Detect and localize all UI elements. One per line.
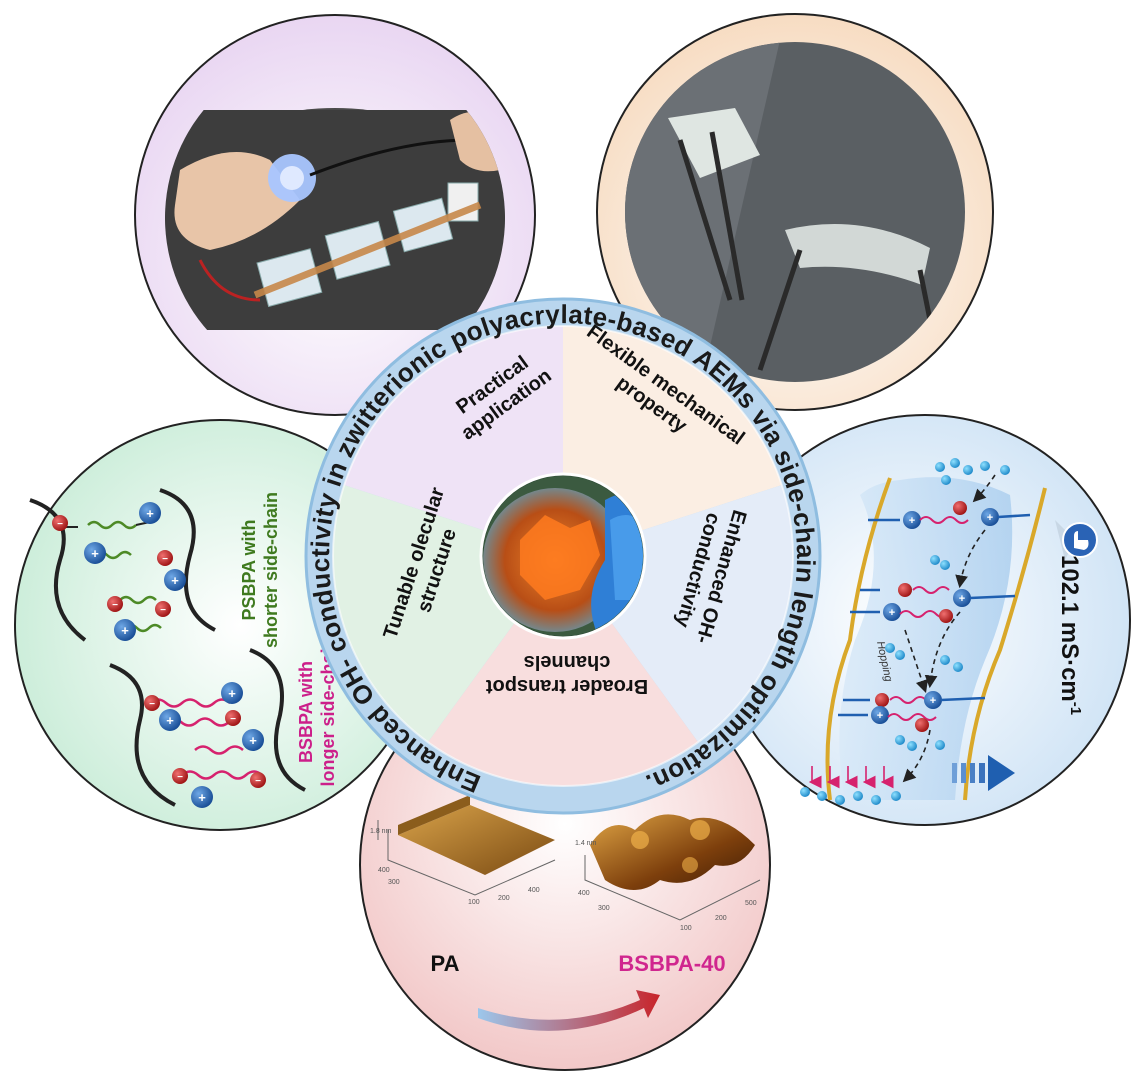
svg-text:200: 200 <box>715 915 727 922</box>
svg-text:+: + <box>91 546 99 561</box>
bsbpa-label-line2: longer side-chain <box>318 637 338 786</box>
bsbpa-backbone-left <box>109 663 176 807</box>
svg-text:−: − <box>230 714 236 725</box>
svg-text:+: + <box>909 515 915 527</box>
svg-text:+: + <box>930 695 936 707</box>
svg-text:−: − <box>149 699 155 710</box>
svg-text:+: + <box>198 790 206 805</box>
svg-text:+: + <box>959 593 965 605</box>
svg-text:100: 100 <box>468 899 480 906</box>
svg-text:+: + <box>889 607 895 619</box>
psbpa-label-line2: shorter side-chain <box>261 492 281 648</box>
svg-text:1.8 nm: 1.8 nm <box>370 828 392 835</box>
psbpa-backbone-left <box>29 498 87 642</box>
svg-text:−: − <box>177 772 183 783</box>
psbpa-ions: − + + − + − − + <box>52 502 186 641</box>
psbpa-label-line1: PSBPA with <box>239 519 259 620</box>
bsbpa-label-line1: BSBPA with <box>296 661 316 763</box>
sector-label-broader: Broader transpot channels <box>486 651 649 697</box>
central-hub: Enhanced OH- conductivity in zwitterioni… <box>304 297 822 815</box>
hydroxide-ions <box>800 458 1010 805</box>
flow-down-arrows <box>808 766 894 789</box>
photo-device-demo <box>165 108 505 330</box>
afm-image-bsbpa40: 1.4 nm 400 300 100 200 500 <box>575 814 761 932</box>
svg-text:400: 400 <box>578 890 590 897</box>
svg-text:channels: channels <box>524 651 611 673</box>
flow-arrow <box>952 755 1015 791</box>
svg-text:+: + <box>877 710 883 722</box>
transition-arrow <box>478 990 660 1031</box>
channel-ions: + + + + + + <box>838 501 1031 732</box>
svg-text:400: 400 <box>528 887 540 894</box>
conductivity-value: 102.1 mS·cm-1 <box>1056 555 1084 715</box>
svg-text:+: + <box>987 512 993 524</box>
svg-text:−: − <box>162 554 168 565</box>
svg-text:200: 200 <box>498 895 510 902</box>
bsbpa-backbone-right <box>249 648 306 792</box>
svg-text:1.4 nm: 1.4 nm <box>575 840 597 847</box>
panel-enhanced-conductivity: + + + + + + <box>719 414 1131 826</box>
svg-text:+: + <box>166 713 174 728</box>
bsbpa40-label: BSBPA-40 <box>618 951 725 976</box>
svg-text:−: − <box>160 605 166 616</box>
svg-text:300: 300 <box>598 905 610 912</box>
psbpa-backbone-right <box>159 488 216 632</box>
panel-practical-application <box>134 14 536 416</box>
svg-text:+: + <box>146 506 154 521</box>
svg-text:300: 300 <box>388 879 400 886</box>
svg-text:+: + <box>228 686 236 701</box>
svg-text:+: + <box>121 623 129 638</box>
svg-text:−: − <box>57 519 63 530</box>
svg-text:−: − <box>112 600 118 611</box>
channel-wall-right <box>963 487 1047 801</box>
svg-text:Broader transpot: Broader transpot <box>486 675 649 697</box>
center-photo-membrane <box>479 472 647 640</box>
svg-text:100: 100 <box>680 925 692 932</box>
svg-text:+: + <box>249 733 257 748</box>
svg-text:400: 400 <box>378 867 390 874</box>
svg-text:500: 500 <box>745 900 757 907</box>
panel-flexible-property <box>596 13 994 411</box>
bsbpa-ions: − + + − + − − + <box>144 682 266 808</box>
hopping-arrows <box>902 474 996 783</box>
channel-wall-left <box>825 477 892 801</box>
svg-text:+: + <box>171 573 179 588</box>
touch-icon <box>1055 520 1098 560</box>
pa-label: PA <box>431 951 460 976</box>
photo-membrane-tweezers <box>625 42 965 382</box>
afm-image-pa: 1.8 nm 400 300 100 200 400 <box>370 795 556 906</box>
svg-text:−: − <box>255 776 261 787</box>
